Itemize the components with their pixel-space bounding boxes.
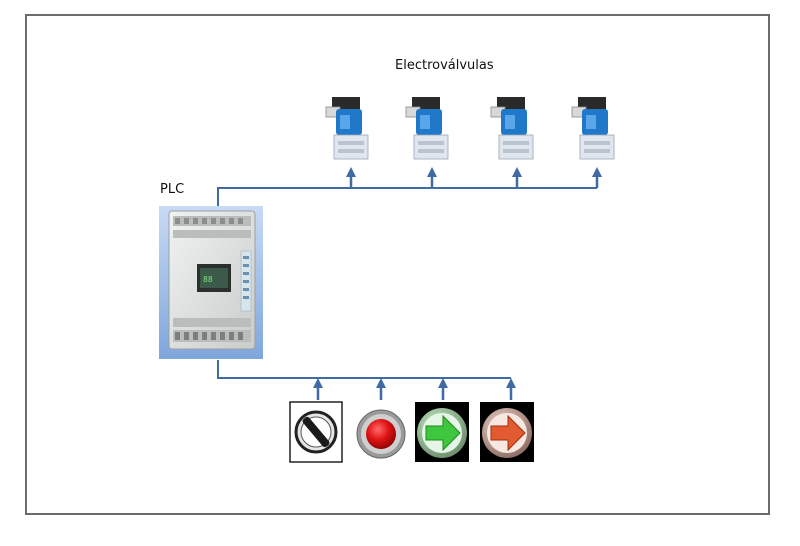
- solenoid-valve-icon: [571, 97, 615, 160]
- valve-bus: [217, 187, 597, 206]
- valve-feed-arrows: [346, 167, 602, 188]
- solenoid-valve-icon: [405, 97, 449, 160]
- green-arrow-button-icon: [415, 402, 469, 462]
- valve-group: [325, 97, 615, 160]
- solenoid-valve-icon: [490, 97, 534, 160]
- input-bus: [217, 360, 511, 379]
- solenoid-valve-icon: [325, 97, 369, 160]
- valves-label: Electroválvulas: [395, 58, 494, 73]
- orange-arrow-button-icon: [480, 402, 534, 462]
- plc-label: PLC: [160, 182, 185, 197]
- plc-controller-icon: 88: [159, 206, 263, 359]
- input-feed-arrows: [313, 378, 516, 400]
- svg-text:88: 88: [203, 275, 213, 284]
- stop-button-icon: [355, 402, 407, 462]
- selector-switch-icon: [289, 401, 343, 463]
